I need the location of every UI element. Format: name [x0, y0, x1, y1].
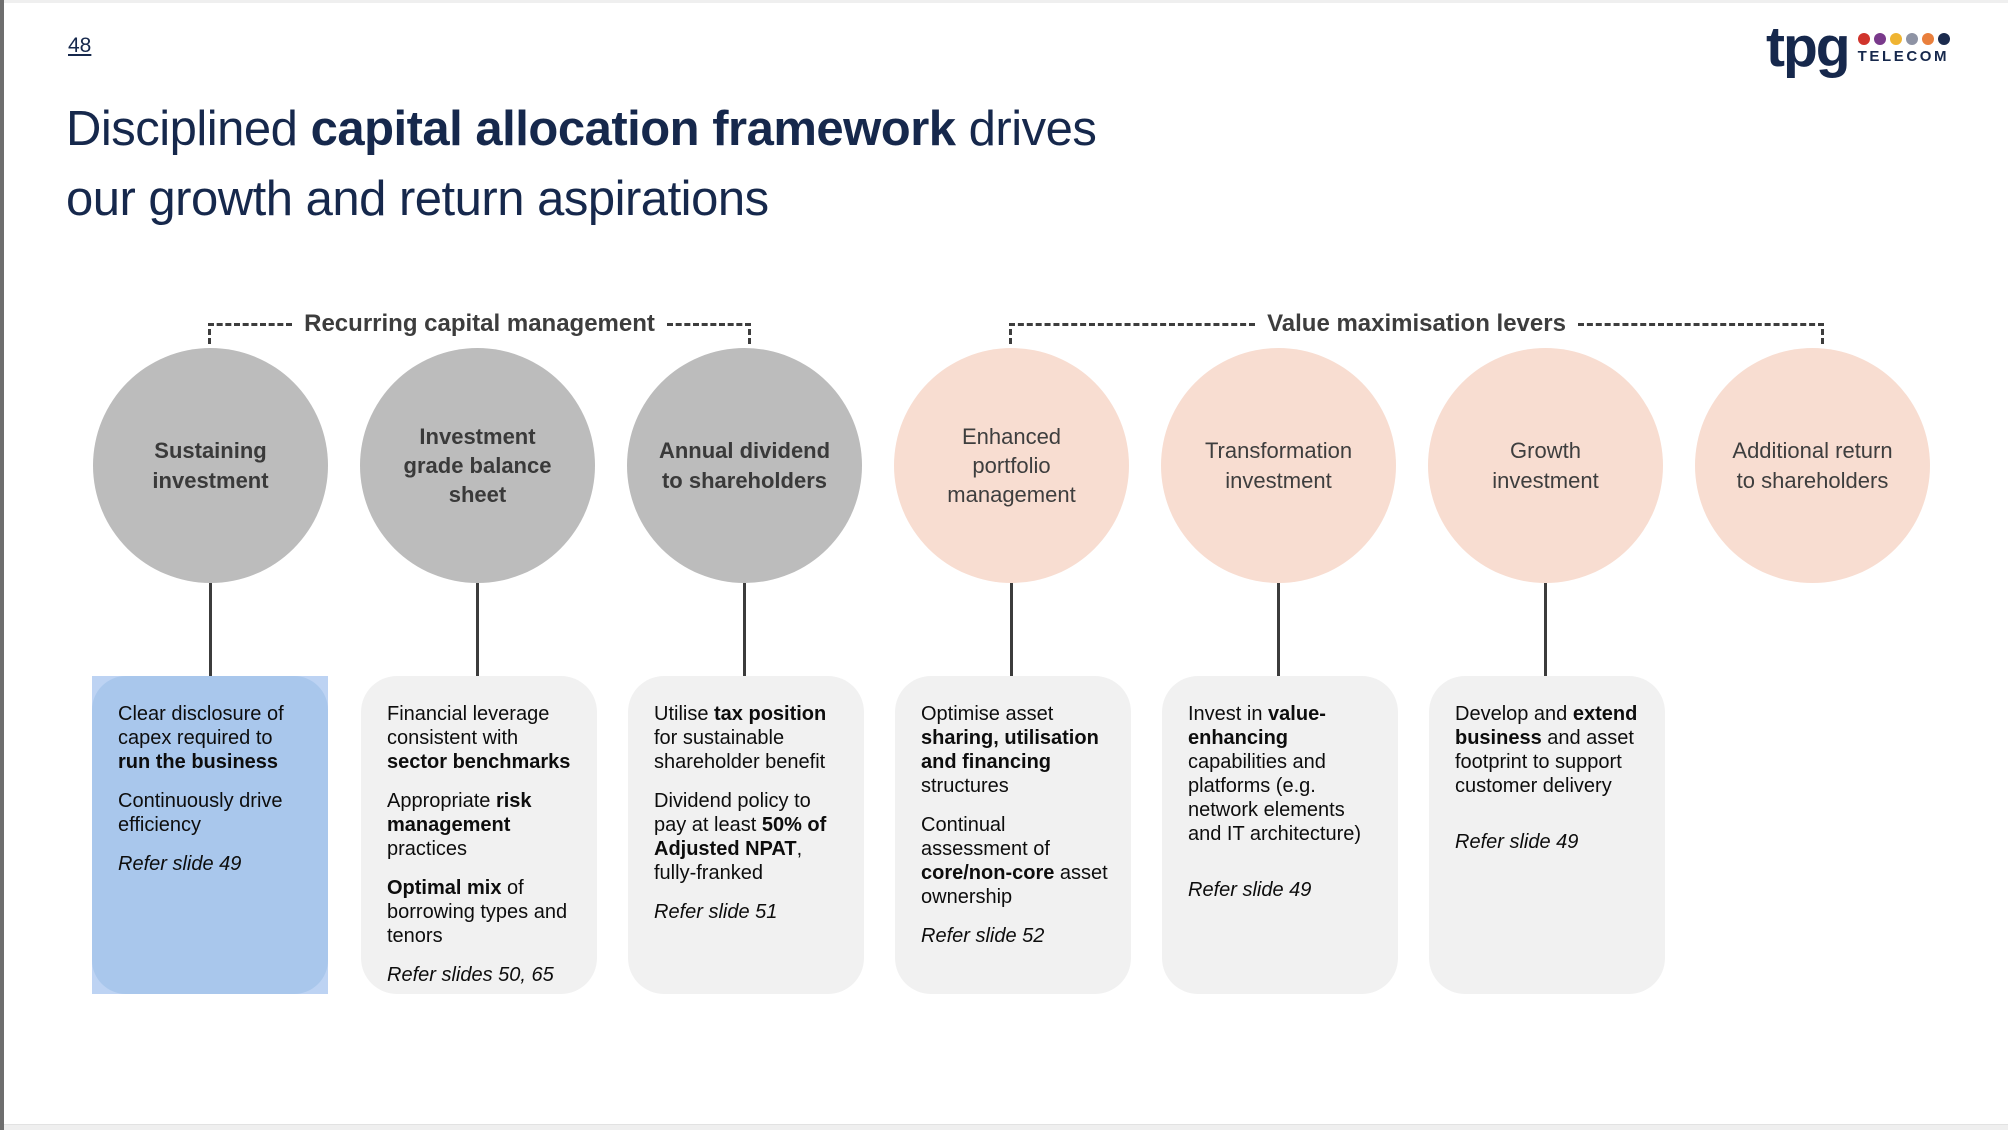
- group-bracket-value-levers: Value maximisation levers: [1009, 308, 1825, 344]
- circle-growth-investment: Growth investment: [1428, 348, 1663, 583]
- logo-right-block: TELECOM: [1857, 33, 1950, 65]
- circle-investment-grade-balance-sheet: Investment grade balance sheet: [360, 348, 595, 583]
- connector-line: [209, 583, 212, 676]
- detail-paragraph: Invest in value-enhancing capabilities a…: [1188, 703, 1362, 845]
- logo-dot-icon: [1873, 33, 1886, 45]
- detail-box-balance-sheet: Financial leverage consistent with secto…: [361, 676, 597, 994]
- detail-box-sustaining-investment: Clear disclosure of capex required to ru…: [92, 676, 328, 994]
- refer-note: Refer slide 49: [1188, 879, 1312, 901]
- bracket-dash-line: [666, 322, 752, 326]
- bracket-dash-line: [1009, 322, 1256, 326]
- detail-box-annual-dividend: Utilise tax position for sustainable sha…: [628, 676, 864, 994]
- logo-dot-icon: [1937, 33, 1950, 45]
- group-label-recurring: Recurring capital management: [304, 310, 655, 337]
- circle-additional-return: Additional return to shareholders: [1695, 348, 1930, 583]
- group-label-value-levers: Value maximisation levers: [1267, 310, 1566, 337]
- circle-enhanced-portfolio-management: Enhanced portfolio management: [894, 348, 1129, 583]
- logo-wordmark: tpg: [1766, 15, 1851, 79]
- logo-dot-icon: [1889, 33, 1902, 45]
- connector-line: [1277, 583, 1280, 676]
- refer-note: Refer slide 49: [118, 853, 242, 875]
- circle-label: Additional return to shareholders: [1732, 438, 1893, 493]
- refer-note: Refer slide 52: [921, 925, 1045, 947]
- circle-label: Investment grade balance sheet: [403, 423, 552, 508]
- refer-note: Refer slide 51: [654, 901, 778, 923]
- bracket-corner-icon: [748, 329, 751, 344]
- circle-label: Transformation investment: [1204, 438, 1353, 493]
- bracket-dash-line: [1577, 322, 1825, 326]
- detail-paragraph: Develop and extend business and asset fo…: [1455, 703, 1638, 797]
- window-left-edge: [0, 0, 4, 1130]
- circle-sustaining-investment: Sustaining investment: [93, 348, 328, 583]
- detail-box-transformation-investment: Invest in value-enhancing capabilities a…: [1162, 676, 1398, 994]
- logo-dot-icon: [1921, 33, 1934, 45]
- detail-paragraph: Optimise asset sharing, utilisation and …: [921, 703, 1099, 797]
- connector-line: [1010, 583, 1013, 676]
- detail-paragraph: Appropriate risk management practices: [387, 790, 532, 860]
- detail-paragraph: Dividend policy to pay at least 50% of A…: [654, 790, 827, 884]
- connector-line: [743, 583, 746, 676]
- page-number-link[interactable]: 48: [68, 34, 92, 57]
- circle-transformation-investment: Transformation investment: [1161, 348, 1396, 583]
- circle-label: Enhanced portfolio management: [947, 423, 1076, 508]
- detail-paragraph: Continual assessment of core/non-core as…: [921, 814, 1108, 908]
- detail-box-inner: Clear disclosure of capex required to ru…: [92, 676, 328, 994]
- bracket-corner-icon: [208, 329, 211, 344]
- connector-line: [1544, 583, 1547, 676]
- window-top-edge: [4, 0, 2008, 3]
- detail-paragraph: Clear disclosure of capex required to ru…: [118, 703, 284, 773]
- connector-line: [476, 583, 479, 676]
- group-bracket-recurring: Recurring capital management: [208, 308, 752, 344]
- detail-box-growth-investment: Develop and extend business and asset fo…: [1429, 676, 1665, 994]
- detail-paragraph: Optimal mix of borrowing types and tenor…: [387, 877, 568, 947]
- circle-annual-dividend: Annual dividend to shareholders: [627, 348, 862, 583]
- circle-label: Sustaining investment: [152, 438, 269, 493]
- window-bottom-edge: [4, 1124, 2008, 1130]
- logo-dots: [1857, 33, 1950, 45]
- detail-box-portfolio-management: Optimise asset sharing, utilisation and …: [895, 676, 1131, 994]
- detail-paragraph: Utilise tax position for sustainable sha…: [654, 703, 827, 773]
- logo-dot-icon: [1905, 33, 1918, 45]
- bracket-dash-line: [208, 322, 293, 326]
- circle-label: Annual dividend to shareholders: [658, 438, 831, 493]
- logo-subtext: TELECOM: [1857, 48, 1950, 65]
- tpg-telecom-logo: tpg TELECOM: [1766, 15, 1950, 79]
- detail-paragraph: Financial leverage consistent with secto…: [387, 703, 571, 773]
- refer-note: Refer slides 50, 65: [387, 964, 554, 986]
- circle-label: Growth investment: [1492, 438, 1599, 493]
- bracket-corner-icon: [1009, 329, 1012, 344]
- logo-dot-icon: [1857, 33, 1870, 45]
- slide-title: Disciplined capital allocation framework…: [66, 102, 1097, 226]
- refer-note: Refer slide 49: [1455, 831, 1579, 853]
- bracket-corner-icon: [1821, 329, 1824, 344]
- detail-paragraph: Continuously drive efficiency: [118, 790, 283, 836]
